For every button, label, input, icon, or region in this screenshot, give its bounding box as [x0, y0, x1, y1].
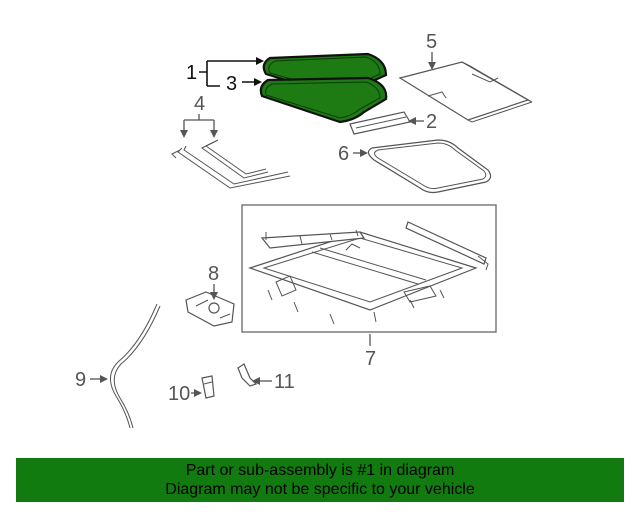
callout-3: 3 — [207, 73, 262, 95]
callout-10-number: 10 — [168, 383, 190, 405]
callout-2-number: 2 — [426, 111, 437, 133]
part-3-glass-panel[interactable] — [259, 76, 388, 124]
callout-7: 7 — [365, 334, 376, 370]
callout-1: 1 — [186, 57, 264, 86]
callout-6: 6 — [338, 143, 368, 165]
callout-4: 4 — [180, 93, 218, 138]
part-6-weatherstrip[interactable] — [367, 139, 492, 194]
callout-4-number: 4 — [194, 93, 205, 115]
part-9-drive-cable[interactable] — [110, 303, 161, 429]
part-4-side-rails[interactable] — [171, 139, 291, 189]
part-10-bracket[interactable] — [201, 375, 215, 399]
callout-9: 9 — [75, 369, 108, 391]
callout-5: 5 — [426, 31, 437, 70]
callout-7-number: 7 — [365, 348, 376, 370]
footer-line-2: Diagram may not be specific to your vehi… — [165, 481, 475, 498]
part-7-callout-box — [241, 204, 497, 333]
callout-9-number: 9 — [75, 369, 86, 391]
callout-6-number: 6 — [338, 143, 349, 165]
part-7-frame-assembly[interactable] — [241, 204, 497, 333]
callout-1-number: 1 — [186, 62, 197, 84]
part-5-sunshade[interactable] — [398, 61, 533, 123]
footer-banner: Part or sub-assembly is #1 in diagram Di… — [16, 458, 624, 502]
callout-8-number: 8 — [208, 263, 219, 285]
callout-8: 8 — [208, 263, 219, 300]
part-11-bracket[interactable] — [237, 363, 258, 387]
footer-line-1: Part or sub-assembly is #1 in diagram — [185, 462, 455, 479]
callout-11: 11 — [252, 371, 295, 393]
callout-2: 2 — [408, 111, 437, 133]
callout-3-number: 3 — [226, 73, 237, 95]
callout-5-number: 5 — [426, 31, 437, 53]
callout-10: 10 — [168, 383, 202, 405]
part-8-sunroof-motor[interactable] — [185, 291, 235, 327]
callout-11-number: 11 — [274, 371, 295, 393]
